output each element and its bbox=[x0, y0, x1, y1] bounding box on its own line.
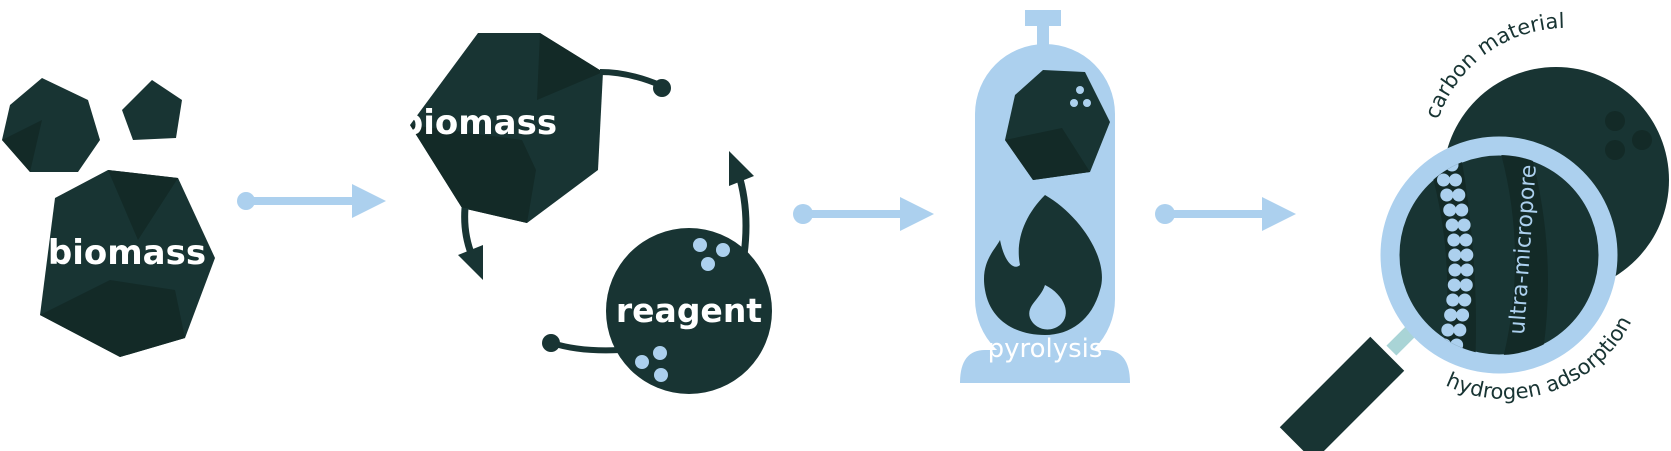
hydrogen-atom bbox=[1457, 218, 1471, 232]
hydrogen-atom bbox=[1437, 173, 1451, 187]
biomass-label: biomass bbox=[48, 233, 206, 273]
hydrogen-atom bbox=[1443, 203, 1457, 217]
hydrogen-atom bbox=[1448, 263, 1462, 277]
flame-icon bbox=[983, 195, 1102, 335]
tiny-biomass-chunk bbox=[122, 80, 182, 140]
large-biomass-shade-2 bbox=[40, 280, 185, 357]
small-biomass-chunk bbox=[2, 78, 100, 172]
pyrolysis-label: pyrolysis bbox=[988, 334, 1103, 364]
up-arrow-shaft bbox=[734, 170, 750, 256]
hydrogen-atom bbox=[1444, 308, 1458, 322]
connector-dot bbox=[653, 79, 671, 97]
magnifier-handle bbox=[1279, 336, 1405, 451]
hydrogen-atom bbox=[1447, 278, 1461, 292]
inner-flame-icon bbox=[1029, 285, 1066, 330]
down-arrow-head bbox=[458, 245, 483, 280]
biomass-chunk-shade-2 bbox=[410, 125, 536, 223]
hydrogen-atom bbox=[1460, 263, 1474, 277]
rock-particles bbox=[1070, 86, 1091, 107]
small-biomass-shade bbox=[2, 120, 42, 172]
hydrogen-atom bbox=[1449, 173, 1463, 187]
large-biomass-shade bbox=[108, 170, 178, 240]
hydrogen-atom bbox=[1453, 323, 1467, 337]
connector-curve bbox=[599, 69, 664, 89]
raw-biomass-group: biomass bbox=[2, 78, 215, 357]
arrow-3 bbox=[1155, 197, 1296, 231]
reagent-label: reagent bbox=[616, 291, 762, 330]
reagent-connector-dot bbox=[542, 334, 560, 352]
pore-closeup: ultra-micropore bbox=[1425, 155, 1548, 355]
hydrogen-atom bbox=[1452, 188, 1466, 202]
hydrogen-atom bbox=[1445, 218, 1459, 232]
reactor-base bbox=[960, 350, 1130, 383]
arrow-2 bbox=[793, 197, 934, 231]
hydrogen-atom bbox=[1460, 248, 1474, 262]
hydrogen-atom bbox=[1459, 233, 1473, 247]
hydrogen-atom bbox=[1440, 188, 1454, 202]
arrow-1 bbox=[237, 184, 386, 218]
magnifier-lens bbox=[1380, 136, 1618, 374]
reagent-circle bbox=[606, 228, 772, 394]
hydrogen-atom bbox=[1458, 293, 1472, 307]
biomass-label: biomass bbox=[399, 103, 557, 143]
reactor-neck bbox=[1037, 24, 1049, 48]
sphere-pores bbox=[1605, 111, 1652, 160]
rock-shade bbox=[1005, 128, 1090, 180]
biomass-chunk-shade bbox=[537, 33, 603, 100]
pyrolysis-reactor: pyrolysis bbox=[960, 10, 1130, 383]
hydrogen-atom bbox=[1447, 233, 1461, 247]
hydrogen-molecules bbox=[1433, 158, 1474, 352]
reagent-particles bbox=[635, 238, 730, 382]
hydrogen-atom bbox=[1448, 248, 1462, 262]
hydrogen-atom bbox=[1441, 323, 1455, 337]
carbon-material-group: carbon material ultra-micropore hydrogen… bbox=[1279, 9, 1669, 451]
hydrogen-atom bbox=[1446, 293, 1460, 307]
hydrogen-atom bbox=[1456, 308, 1470, 322]
reagent-connector bbox=[551, 340, 621, 354]
reactor-cap bbox=[1025, 10, 1061, 26]
hydrogen-atom bbox=[1455, 203, 1469, 217]
up-arrow-head bbox=[729, 151, 754, 186]
activation-cycle: biomass reagent bbox=[399, 33, 772, 394]
hydrogen-atom bbox=[1459, 278, 1473, 292]
